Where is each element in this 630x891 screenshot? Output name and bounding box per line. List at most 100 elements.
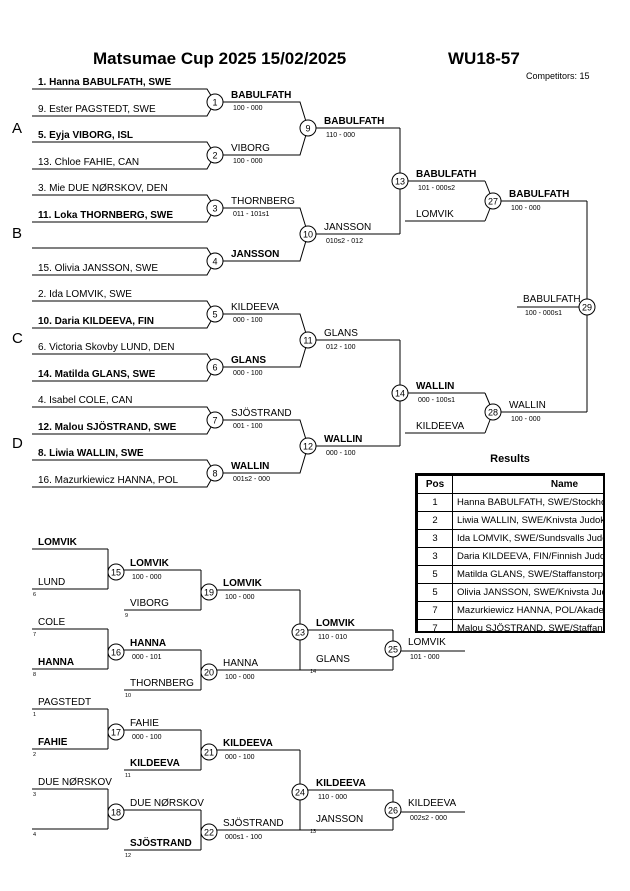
bronze-score: 002s2 - 000 <box>410 815 447 822</box>
entrant-name: 5. Eyja VIBORG, ISL <box>38 130 133 141</box>
r1-score: 000 - 100 <box>233 317 263 324</box>
match-10: 10 <box>299 225 317 243</box>
match-circle <box>299 225 317 243</box>
match-circle <box>384 801 402 819</box>
pool-label-a: A <box>12 120 22 137</box>
rep-entry-small: 13 <box>310 829 316 835</box>
pool-label-d: D <box>12 435 23 452</box>
r3-score: 101 - 000s2 <box>418 185 455 192</box>
rep-r2-bottom: VIBORG <box>130 598 169 609</box>
rep-entry-small: 1 <box>33 712 36 718</box>
match-number: 14 <box>395 388 405 398</box>
weight-category: WU18-57 <box>448 49 520 68</box>
r1-winner: GLANS <box>231 355 266 366</box>
r3-winner: BABULFATH <box>416 169 476 180</box>
match-circle <box>484 192 502 210</box>
results-pos: 2 <box>417 511 453 530</box>
match-22: 22 <box>200 823 218 841</box>
rep-entry-small: 2 <box>33 752 36 758</box>
match-number: 3 <box>212 203 217 213</box>
match-number: 16 <box>111 647 121 657</box>
rep-entry-small: 12 <box>125 853 131 859</box>
match-number: 7 <box>212 415 217 425</box>
r2-winner: GLANS <box>324 328 358 339</box>
rep-r1-score: 000 - 101 <box>132 654 162 661</box>
match-number: 5 <box>212 309 217 319</box>
results-name: Hanna BABULFATH, SWE/Stockholms Judoklub… <box>452 493 603 512</box>
match-11: 11 <box>299 331 317 349</box>
match-circle <box>200 823 218 841</box>
rep-r2-score: 100 - 000 <box>225 594 255 601</box>
rep-entry-top: PAGSTEDT <box>38 697 91 708</box>
results-pos: 5 <box>417 583 453 602</box>
r1-winner: SJÖSTRAND <box>231 407 292 419</box>
match-nodes: 1234567891011121314272829151617181920212… <box>107 93 596 841</box>
r1-line <box>223 419 309 447</box>
rep-r3-winner: KILDEEVA <box>316 778 366 789</box>
rep-r1-score: 100 - 000 <box>132 574 162 581</box>
results-name: Olivia JANSSON, SWE/Knivsta Judoklubb <box>452 583 603 602</box>
r1-winner: JANSSON <box>231 249 279 260</box>
competitors-count: Competitors: 15 <box>526 71 590 81</box>
match-13: 13 <box>391 172 409 190</box>
r1-winner: WALLIN <box>231 461 269 472</box>
results-pos: 5 <box>417 565 453 584</box>
match-circle <box>299 119 317 137</box>
match-7: 7 <box>206 411 224 429</box>
rep-r2-bottom: THORNBERG <box>130 678 194 689</box>
r1-line <box>223 233 309 262</box>
rep-entry-small: 10 <box>125 693 131 699</box>
rep-entry-small: 14 <box>310 669 316 675</box>
results-name: Liwia WALLIN, SWE/Knivsta Judoklubb <box>452 511 603 530</box>
entrant-name: 11. Loka THORNBERG, SWE <box>38 210 173 221</box>
match-number: 15 <box>111 567 121 577</box>
match-number: 22 <box>204 827 214 837</box>
match-number: 25 <box>388 644 398 654</box>
semi-winner: BABULFATH <box>509 189 569 200</box>
match-circle <box>206 464 224 482</box>
r1-score: 100 - 000 <box>233 158 263 165</box>
match-circle <box>578 298 596 316</box>
entrant-name: 3. Mie DUE NØRSKOV, DEN <box>38 183 168 194</box>
match-circle <box>206 411 224 429</box>
match-9: 9 <box>299 119 317 137</box>
r1-winner: THORNBERG <box>231 196 295 207</box>
results-pos: 3 <box>417 547 453 566</box>
rep-r1-winner: FAHIE <box>130 718 159 729</box>
match-circle <box>107 563 125 581</box>
rep-r1-winner: DUE NØRSKOV <box>130 798 204 809</box>
semi-score: 100 - 000 <box>511 205 541 212</box>
rep-r3-score: 110 - 010 <box>318 634 347 641</box>
entrant-line <box>32 406 216 421</box>
results-header-name: Name <box>452 475 603 494</box>
r1-line <box>223 127 309 156</box>
match-number: 21 <box>204 747 214 757</box>
rep-entry-small: 8 <box>33 672 36 678</box>
results-name: Daria KILDEEVA, FIN/Finnish Judo Associa… <box>452 547 603 566</box>
match-circle <box>384 640 402 658</box>
results-header-row: Pos Name <box>417 475 603 494</box>
tournament-title: Matsumae Cup 2025 15/02/2025 <box>93 49 346 68</box>
final-score: 100 - 000s1 <box>525 310 562 317</box>
results-pos: 3 <box>417 529 453 548</box>
rep-r1-winner: LOMVIK <box>130 558 170 569</box>
results-pos: 7 <box>417 601 453 620</box>
r1-line <box>223 101 309 129</box>
r1-line <box>223 445 309 474</box>
match-circle <box>391 384 409 402</box>
results-name: Mazurkiewicz HANNA, POL/Akademia Judo <box>452 601 603 620</box>
final-winner: BABULFATH <box>523 294 581 305</box>
rep-r1-score: 000 - 100 <box>132 734 162 741</box>
rep-r2-winner: KILDEEVA <box>223 738 273 749</box>
match-number: 8 <box>212 468 217 478</box>
match-4: 4 <box>206 252 224 270</box>
entrant-name: 14. Matilda GLANS, SWE <box>38 369 156 380</box>
rep-r3-bottom: JANSSON <box>316 814 363 825</box>
match-number: 24 <box>295 787 305 797</box>
